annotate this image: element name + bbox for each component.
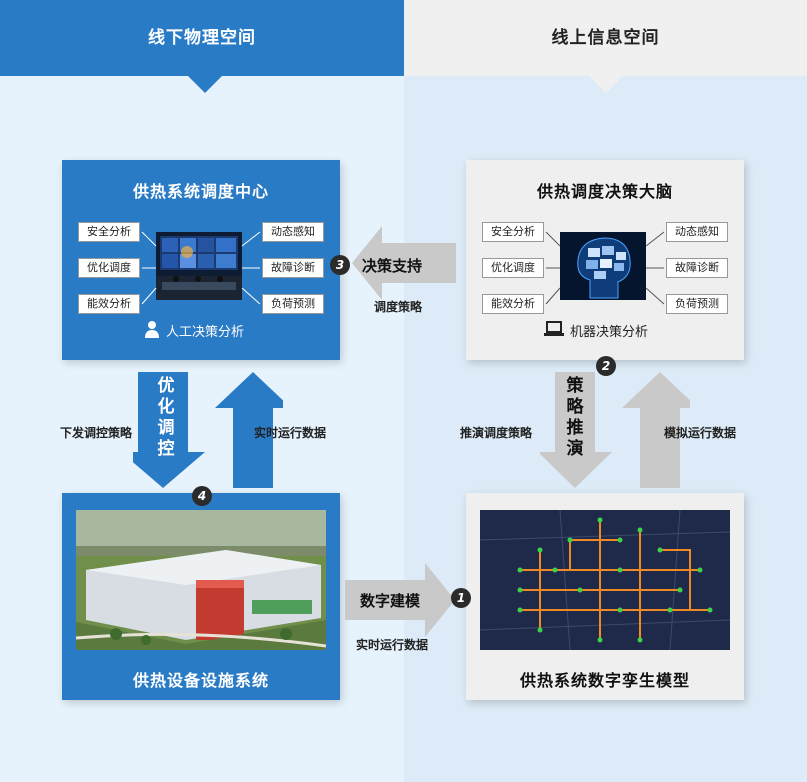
simulated-data-label: 模拟运行数据 bbox=[664, 426, 737, 440]
laptop-icon bbox=[544, 320, 564, 338]
optimize-control-text: 优化调控 bbox=[157, 376, 175, 459]
physical-space-header: 线下物理空间 bbox=[0, 0, 404, 76]
digital-modeling-text: 数字建模 bbox=[360, 592, 421, 610]
pipe-network-map bbox=[480, 510, 730, 650]
step-number-2: 2 bbox=[596, 356, 616, 376]
equipment-system-box: 供热设备设施系统 bbox=[62, 493, 340, 700]
tag-fault-diagnosis: 故障诊断 bbox=[262, 258, 324, 278]
plant-aerial-image bbox=[76, 510, 326, 650]
control-room-image bbox=[156, 232, 242, 300]
realtime-data-label-bottom: 实时运行数据 bbox=[356, 638, 429, 652]
digital-modeling-arrow bbox=[345, 563, 455, 637]
person-icon bbox=[144, 320, 160, 338]
tag-load-forecast: 负荷预测 bbox=[262, 294, 324, 314]
decision-support-arrow bbox=[352, 226, 456, 300]
digital-twin-title: 供热系统数字孪生模型 bbox=[519, 671, 690, 690]
control-feedback-arrows bbox=[133, 372, 283, 488]
info-space-header: 线上信息空间 bbox=[404, 0, 807, 76]
issue-strategy-label: 下发调控策略 bbox=[60, 426, 133, 440]
realtime-data-label-left: 实时运行数据 bbox=[254, 426, 327, 440]
header-pointer-right bbox=[589, 76, 623, 93]
manual-decision-label: 人工决策分析 bbox=[166, 325, 245, 340]
strategy-simulation-arrows bbox=[540, 372, 690, 488]
tag-safety-analysis: 安全分析 bbox=[78, 222, 140, 242]
tag-fault-diagnosis: 故障诊断 bbox=[666, 258, 728, 278]
tag-dynamic-sensing: 动态感知 bbox=[262, 222, 324, 242]
strategy-deduction-text: 策略推演 bbox=[566, 376, 584, 459]
header-pointer-left bbox=[188, 76, 222, 93]
decision-brain-box: 供热调度决策大脑 安全分析 优化调度 能效分析 动态感知 故障诊断 负荷预测 机… bbox=[466, 160, 744, 360]
machine-decision-label: 机器决策分析 bbox=[570, 325, 649, 340]
tag-load-forecast: 负荷预测 bbox=[666, 294, 728, 314]
dispatch-strategy-label: 调度策略 bbox=[374, 300, 423, 314]
decision-support-text: 决策支持 bbox=[362, 257, 423, 275]
ai-brain-image bbox=[560, 232, 646, 300]
tag-efficiency-analysis: 能效分析 bbox=[78, 294, 140, 314]
analysis-connector-lines bbox=[545, 231, 665, 305]
decision-brain-title: 供热调度决策大脑 bbox=[536, 182, 673, 201]
tag-safety-analysis: 安全分析 bbox=[482, 222, 544, 242]
tag-optimal-dispatch: 优化调度 bbox=[78, 258, 140, 278]
digital-twin-box: 供热系统数字孪生模型 bbox=[466, 493, 744, 700]
tag-dynamic-sensing: 动态感知 bbox=[666, 222, 728, 242]
dispatch-center-box: 供热系统调度中心 安全分析 优化调度 能效分析 动态感知 故障诊断 负荷预测 人… bbox=[62, 160, 340, 360]
step-number-4: 4 bbox=[192, 486, 212, 506]
step-number-3: 3 bbox=[330, 255, 350, 275]
dispatch-center-title: 供热系统调度中心 bbox=[132, 182, 269, 201]
analysis-connector-lines bbox=[141, 231, 261, 305]
equipment-system-title: 供热设备设施系统 bbox=[132, 671, 269, 690]
tag-optimal-dispatch: 优化调度 bbox=[482, 258, 544, 278]
step-number-1: 1 bbox=[451, 588, 471, 608]
tag-efficiency-analysis: 能效分析 bbox=[482, 294, 544, 314]
deduce-strategy-label: 推演调度策略 bbox=[460, 426, 533, 440]
